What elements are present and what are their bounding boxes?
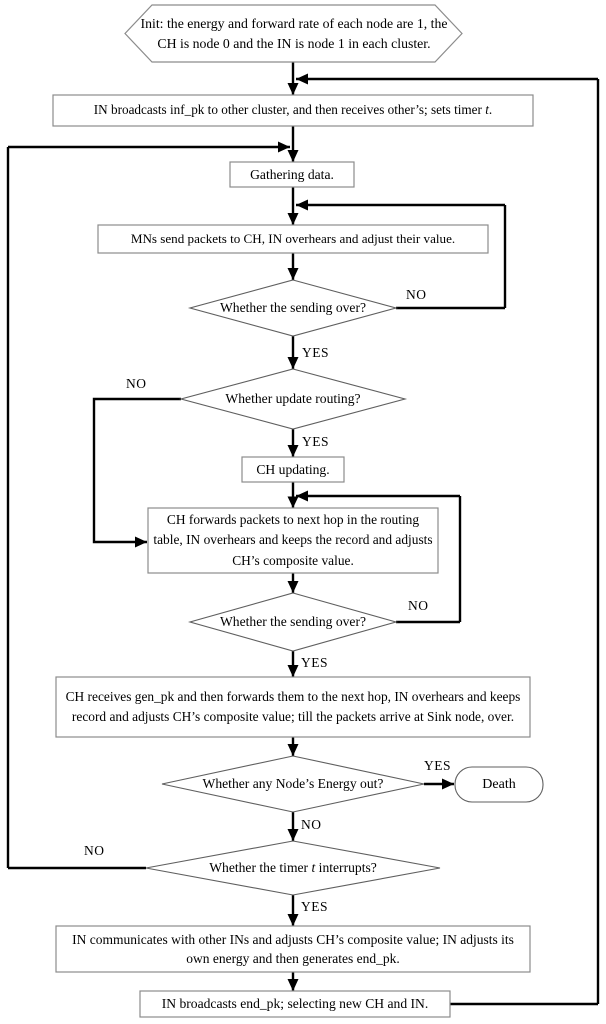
update-routing-text: Whether update routing? bbox=[225, 391, 361, 407]
update-routing-diamond-shape bbox=[178, 368, 408, 430]
ch-forwards-box-shape bbox=[147, 507, 439, 574]
update-routing-yes-label: YES bbox=[302, 434, 330, 449]
update-routing-no-label: NO bbox=[126, 376, 147, 391]
sending-over-1-text: Whether the sending over? bbox=[219, 300, 367, 316]
broadcast-inf-text: IN broadcasts inf_pk to other cluster, a… bbox=[93, 102, 493, 118]
arrowheads bbox=[135, 73, 454, 991]
init-text: Init: the energy and forward rate of eac… bbox=[140, 15, 448, 51]
sending-over-1-diamond: Whether the sending over? bbox=[183, 294, 403, 322]
mns-send-box: MNs send packets to CH, IN overhears and… bbox=[98, 225, 488, 253]
ch-receives-box-shape bbox=[55, 676, 531, 738]
timer-interrupts-diamond: Whether the timer t interrupts? bbox=[168, 854, 418, 882]
gathering-box-shape bbox=[229, 161, 355, 188]
ch-updating-box-shape bbox=[241, 456, 345, 483]
broadcast-inf-box: IN broadcasts inf_pk to other cluster, a… bbox=[56, 95, 530, 126]
mns-send-text: MNs send packets to CH, IN overhears and… bbox=[130, 230, 456, 246]
ch-updating-text: CH updating. bbox=[256, 461, 330, 477]
ch-forwards-box: CH forwards packets to next hop in the r… bbox=[151, 510, 435, 571]
sending-over-2-no-label: NO bbox=[408, 598, 429, 613]
ch-receives-text: CH receives gen_pk and then forwards the… bbox=[65, 689, 521, 724]
sending-over-2-text: Whether the sending over? bbox=[219, 614, 367, 630]
broadcast-inf-box-shape bbox=[52, 94, 534, 127]
ch-receives-box: CH receives gen_pk and then forwards the… bbox=[60, 679, 526, 735]
sending-over-1-yes-label: YES bbox=[302, 345, 330, 360]
death-terminal: Death bbox=[455, 767, 543, 802]
sending-over-1-diamond-shape bbox=[187, 279, 399, 337]
energy-out-diamond: Whether any Node’s Energy out? bbox=[173, 770, 413, 798]
sending-over-1-no-label: NO bbox=[406, 287, 427, 302]
sending-over-2-yes-label: YES bbox=[301, 655, 329, 670]
ch-updating-box: CH updating. bbox=[242, 457, 344, 482]
sending-over-2-diamond: Whether the sending over? bbox=[183, 608, 403, 636]
timer-interrupts-yes-label: YES bbox=[301, 899, 329, 914]
ch-forwards-text: CH forwards packets to next hop in the r… bbox=[153, 512, 433, 568]
sending-over-2-diamond-shape bbox=[187, 592, 399, 652]
in-communicates-text: IN communicates with other INs and adjus… bbox=[72, 931, 514, 966]
broadcast-end-text: IN broadcasts end_pk; selecting new CH a… bbox=[161, 996, 429, 1012]
death-text: Death bbox=[482, 776, 516, 792]
init-hexagon-shape bbox=[124, 4, 463, 63]
gathering-data-box: Gathering data. bbox=[230, 162, 354, 187]
timer-interrupts-text: Whether the timer t interrupts? bbox=[209, 860, 377, 876]
in-communicates-box: IN communicates with other INs and adjus… bbox=[60, 928, 526, 970]
death-terminal-shape bbox=[454, 766, 544, 803]
broadcast-end-box: IN broadcasts end_pk; selecting new CH a… bbox=[144, 991, 446, 1017]
broadcast-end-box-shape bbox=[139, 990, 451, 1018]
in-communicates-box-shape bbox=[55, 925, 531, 973]
timer-interrupts-no-label: NO bbox=[84, 843, 105, 858]
energy-out-text: Whether any Node’s Energy out? bbox=[202, 776, 384, 792]
energy-out-diamond-shape bbox=[161, 755, 425, 813]
flow-lines bbox=[6, 62, 600, 1006]
mns-send-box-shape bbox=[97, 224, 489, 254]
gathering-data-text: Gathering data. bbox=[250, 166, 334, 182]
init-hexagon: Init: the energy and forward rate of eac… bbox=[138, 7, 450, 60]
energy-out-no-label: NO bbox=[301, 817, 322, 832]
energy-out-yes-label: YES bbox=[424, 758, 452, 773]
timer-interrupts-diamond-shape bbox=[145, 840, 441, 896]
update-routing-diamond: Whether update routing? bbox=[178, 385, 408, 413]
